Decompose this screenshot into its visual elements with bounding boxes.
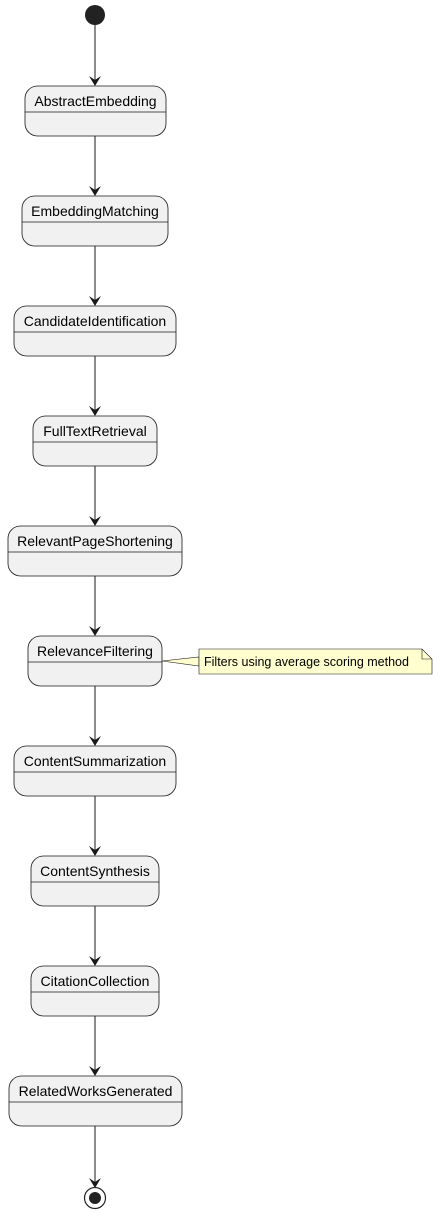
state-label: FullTextRetrieval [43, 423, 146, 439]
state-content-summarization: ContentSummarization [13, 745, 177, 797]
transition-content-summarization-to-content-synthesis [89, 796, 101, 856]
initial-state [85, 5, 105, 25]
state-label: EmbeddingMatching [31, 203, 159, 219]
note-body [198, 648, 433, 675]
state-embedding-matching: EmbeddingMatching [21, 195, 169, 247]
state-candidate-identification: CandidateIdentification [13, 305, 177, 357]
state-label: AbstractEmbedding [34, 93, 156, 109]
transition-abstract-embedding-to-embedding-matching [89, 136, 101, 196]
state-content-synthesis: ContentSynthesis [30, 855, 160, 907]
state-relevant-page-shortening: RelevantPageShortening [7, 525, 183, 577]
transitions [89, 25, 101, 1188]
transition-embedding-matching-to-candidate-identification [89, 246, 101, 306]
transition-full-text-retrieval-to-relevant-page-shortening [89, 466, 101, 526]
transition-candidate-identification-to-full-text-retrieval [89, 356, 101, 416]
note-connector [161, 656, 200, 667]
note-fold [421, 649, 432, 660]
state-full-text-retrieval: FullTextRetrieval [32, 415, 158, 467]
transition-related-works-generated-to-end [89, 1126, 101, 1188]
transition-citation-collection-to-related-works-generated [89, 1016, 101, 1076]
state-citation-collection: CitationCollection [30, 965, 160, 1017]
state-relevance-filtering: RelevanceFiltering [27, 635, 163, 687]
state-label: CitationCollection [41, 973, 150, 989]
state-label: RelevanceFiltering [37, 643, 153, 659]
state-label: ContentSynthesis [40, 863, 150, 879]
final-state [83, 1186, 107, 1210]
state-label: RelatedWorksGenerated [19, 1083, 173, 1099]
state-label: ContentSummarization [24, 753, 166, 769]
state-label: CandidateIdentification [24, 313, 166, 329]
state-abstract-embedding: AbstractEmbedding [24, 85, 167, 137]
transition-content-synthesis-to-citation-collection [89, 906, 101, 966]
transition-relevance-filtering-to-content-summarization [89, 686, 101, 746]
state-related-works-generated: RelatedWorksGenerated [8, 1075, 183, 1127]
note-relevance-filtering: Filters using average scoring method [161, 648, 433, 675]
state-label: RelevantPageShortening [17, 533, 173, 549]
transition-start-to-abstract-embedding [89, 25, 101, 86]
note-text: Filters using average scoring method [204, 655, 409, 669]
transition-relevant-page-shortening-to-relevance-filtering [89, 576, 101, 636]
